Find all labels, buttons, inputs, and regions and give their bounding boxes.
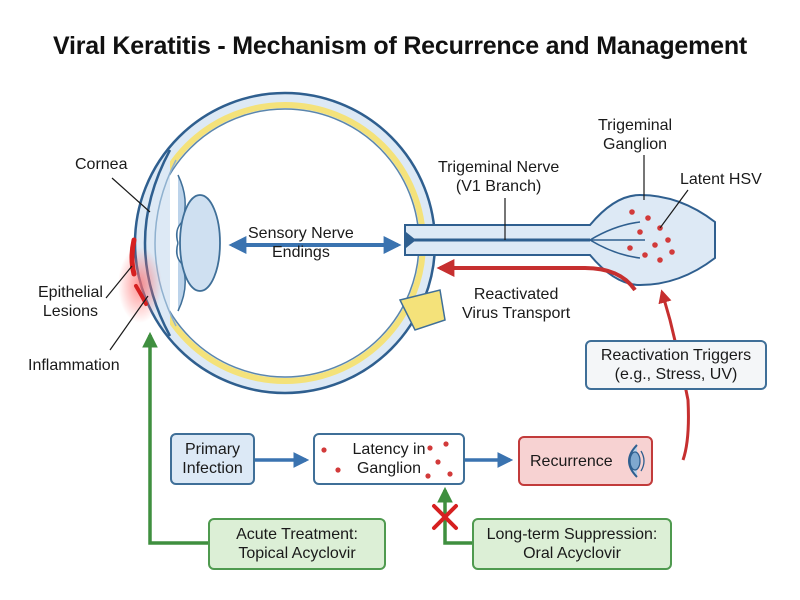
trigeminal-nerve-tract	[404, 193, 716, 287]
inflammation-glow	[118, 247, 162, 323]
label-inflammation: Inflammation	[28, 357, 120, 374]
leader-lines	[105, 155, 689, 351]
reactivated-transport-arrow	[436, 259, 637, 292]
virus-particle-icon	[627, 209, 675, 263]
label-trigeminal-nerve: Trigeminal Nerve (V1 Branch)	[438, 159, 560, 195]
label-cornea: Cornea	[75, 156, 128, 173]
box-latency-in-ganglion: Latency in Ganglion	[313, 433, 465, 485]
label-latent-hsv: Latent HSV	[680, 171, 762, 188]
box-recurrence: Recurrence	[518, 436, 653, 486]
label-sensory-nerve-endings: Sensory Nerve Endings	[248, 225, 354, 261]
label-reactivated-virus-transport: Reactivated Virus Transport	[462, 286, 571, 322]
optic-nerve	[398, 289, 446, 331]
epithelial-lesion	[129, 237, 137, 277]
box-acute-treatment: Acute Treatment: Topical Acyclovir	[208, 518, 386, 570]
eye-icon	[627, 444, 645, 478]
epithelial-lesion	[134, 284, 148, 306]
label-epithelial-lesions: Epithelial Lesions	[38, 284, 103, 320]
box-reactivation-triggers: Reactivation Triggers (e.g., Stress, UV)	[585, 340, 767, 390]
label-trigeminal-ganglion: Trigeminal Ganglion	[598, 117, 673, 153]
box-primary-infection: Primary Infection	[170, 433, 255, 485]
acute-treatment-arrow	[142, 331, 210, 545]
suppression-arrow	[437, 486, 475, 545]
page-title: Viral Keratitis - Mechanism of Recurrenc…	[52, 32, 748, 60]
box-long-term-suppression: Long-term Suppression: Oral Acyclovir	[472, 518, 672, 570]
latency-virus-dots	[321, 441, 453, 479]
block-x-icon	[432, 504, 458, 530]
reactivation-path-arrow	[658, 289, 690, 461]
